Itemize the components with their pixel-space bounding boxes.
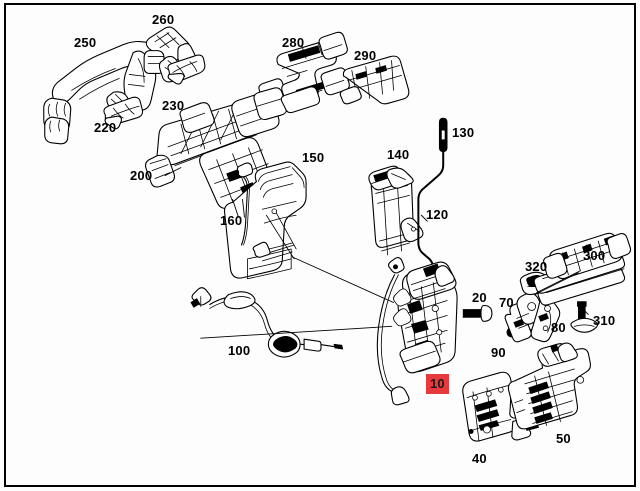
callout-20: 20	[472, 290, 487, 305]
callout-250: 250	[74, 35, 97, 50]
callout-10: 10	[427, 375, 448, 393]
callout-40: 40	[472, 451, 487, 466]
diagram-frame: .ln { fill:none; stroke:#000; stroke-wid…	[4, 3, 636, 487]
callout-80: 80	[551, 320, 566, 335]
part-100-bowden-release-cable	[190, 287, 344, 358]
leader-lines	[164, 167, 589, 339]
callout-90: 90	[491, 345, 506, 360]
callout-160: 160	[220, 213, 243, 228]
callout-300: 300	[583, 248, 606, 263]
callout-280: 280	[282, 35, 305, 50]
callout-260: 260	[152, 12, 175, 27]
diagram-artwork: .ln { fill:none; stroke:#000; stroke-wid…	[43, 26, 632, 442]
part-230-wedge-clip	[167, 54, 206, 85]
callout-150: 150	[302, 150, 325, 165]
part-160-weatherstrip	[236, 162, 254, 246]
callout-230: 230	[162, 98, 185, 113]
part-20-screw	[462, 304, 493, 322]
callout-320: 320	[525, 259, 548, 274]
part-310-bolt	[570, 301, 599, 333]
callout-130: 130	[452, 125, 475, 140]
callout-310: 310	[593, 313, 616, 328]
part-130-rod-clip	[438, 117, 448, 153]
callout-220: 220	[94, 120, 117, 135]
part-260-handle-cap	[143, 26, 196, 83]
callout-50: 50	[556, 431, 571, 446]
part-280-window-guide-bracket	[276, 31, 350, 114]
callout-120: 120	[426, 207, 449, 222]
part-50-lock-carrier-housing	[507, 342, 591, 430]
callout-70: 70	[499, 295, 514, 310]
callout-200: 200	[130, 168, 153, 183]
callout-100: 100	[228, 343, 251, 358]
part-290-window-guide-rail	[339, 55, 410, 105]
callout-140: 140	[387, 147, 410, 162]
callout-290: 290	[354, 48, 377, 63]
part-150-door-module-panel	[223, 161, 307, 280]
part-300-window-regulator	[533, 232, 632, 306]
part-140-lock-reinforcement	[368, 165, 424, 256]
part-220-cover-cap	[103, 96, 144, 130]
diagram-canvas: .ln { fill:none; stroke:#000; stroke-wid…	[6, 5, 634, 485]
part-10-door-lock-latch-assembly	[376, 257, 458, 406]
